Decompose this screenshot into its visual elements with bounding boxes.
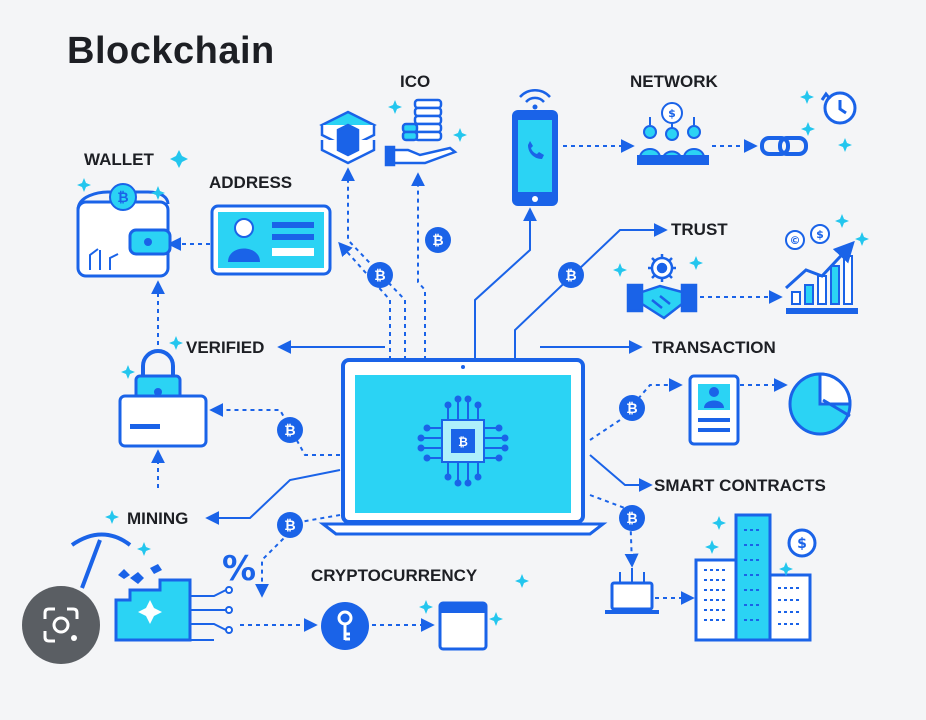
network-people-icon: $ [637,102,709,165]
svg-text:₿: ₿ [458,435,468,449]
label-mining: MINING [127,509,189,528]
browser-window-icon [438,601,488,651]
connector-ico [411,172,426,360]
svg-text:₿: ₿ [117,190,128,206]
address-card-icon [210,204,332,276]
percent-icon: % [222,549,256,589]
padlock-icon [118,349,208,448]
connector-lock [209,403,340,456]
coin-stack-hand-icon [384,98,458,167]
connector-address [338,241,391,360]
label-ico: ICO [400,72,431,91]
key-icon [321,602,369,650]
growth-chart-icon: © $ [784,224,858,314]
mining-blocks-icon [114,564,233,642]
city-buildings-icon: $ [694,513,817,642]
wallet-icon: ₿ [76,183,172,278]
svg-text:₿: ₿ [626,511,637,527]
page-title: Blockchain [67,30,275,72]
small-laptop-icon [605,568,659,614]
svg-text:$: $ [668,107,676,120]
gear-icon [648,254,676,282]
label-trust: TRUST [671,220,728,239]
bitcoin-coins: ₿ ₿ ₿ ₿ ₿ ₿ ₿ [277,227,645,538]
connector-cube [341,167,406,360]
bitcoin-icon: ₿ [619,505,645,531]
svg-text:₿: ₿ [565,268,576,284]
bitcoin-icon: ₿ [367,262,393,288]
chain-link-icon [760,136,808,156]
svg-text:₿: ₿ [432,233,443,249]
lens-search-icon [43,607,79,643]
svg-text:₿: ₿ [284,518,295,534]
svg-text:$: $ [797,536,807,552]
blocks-stack-icon [319,110,377,165]
label-wallet: WALLET [84,150,154,169]
profile-document-icon [688,374,740,446]
bitcoin-icon: ₿ [277,417,303,443]
label-transaction: TRANSACTION [652,338,776,357]
svg-text:$: $ [816,228,824,241]
connector-phone [474,207,537,360]
label-smart-contracts: SMART CONTRACTS [654,476,826,495]
label-verified: VERIFIED [186,338,265,357]
bitcoin-icon: ₿ [558,262,584,288]
connector-percent [255,514,341,598]
smartphone-icon [512,88,558,206]
label-network: NETWORK [630,72,718,91]
connector-mining [205,469,341,525]
chip-icon: ₿ [417,395,509,487]
svg-text:₿: ₿ [374,268,385,284]
label-address: ADDRESS [209,173,293,192]
bitcoin-icon: ₿ [425,227,451,253]
svg-text:₿: ₿ [626,401,637,417]
label-cryptocurrency: CRYPTOCURRENCY [311,566,478,585]
pie-chart-icon [788,372,852,436]
pickaxe-icon [70,532,132,589]
clock-history-icon [820,91,857,125]
laptop-icon [318,358,608,536]
bitcoin-icon: ₿ [619,395,645,421]
svg-text:©: © [790,234,801,247]
svg-text:₿: ₿ [284,423,295,439]
bitcoin-icon: ₿ [277,512,303,538]
handshake-icon [626,283,698,320]
lens-search-button[interactable] [22,586,100,664]
sparkle-decorations [77,90,869,626]
connector-smart-contracts [589,454,653,492]
